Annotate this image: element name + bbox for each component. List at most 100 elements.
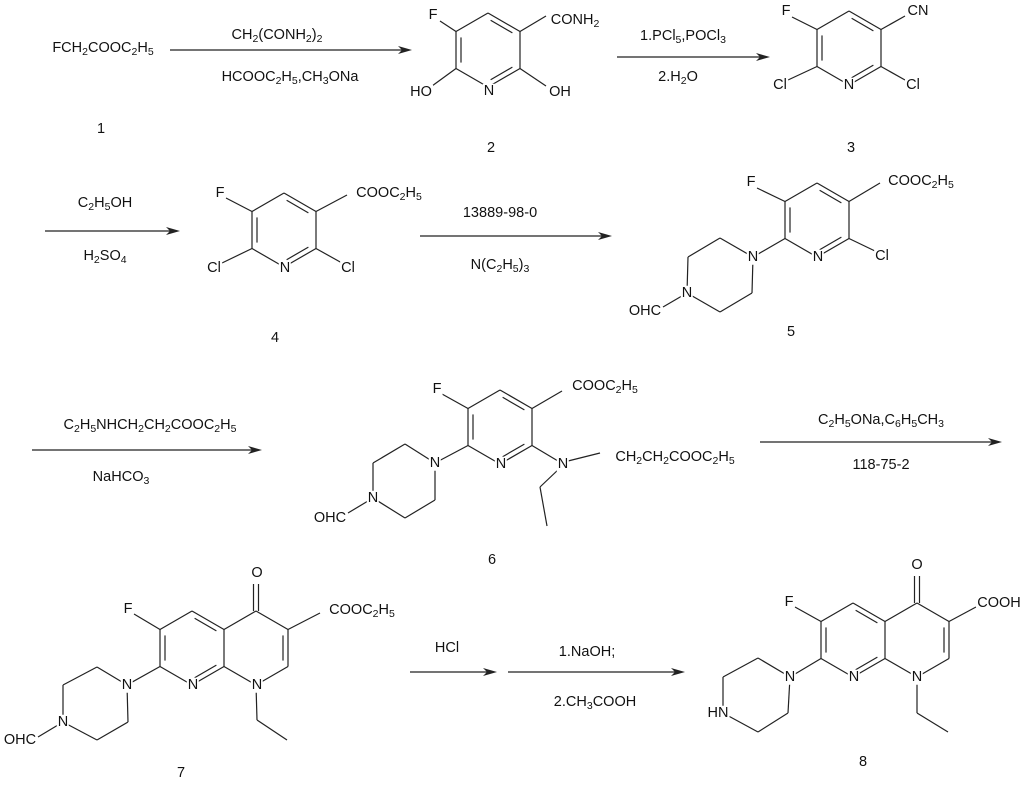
bond [256, 719, 288, 741]
atom-F: F [745, 173, 757, 190]
double-bond-line [819, 236, 842, 251]
compound-1-formula: FCH2COOC2H5 [51, 39, 155, 58]
atom-N: N [186, 676, 200, 693]
compound-3-number: 3 [846, 139, 856, 156]
piperazine-bond [404, 499, 436, 519]
reaction-5-reagent: C2H5NHCH2CH2COOC2H5 [63, 416, 237, 435]
reaction-8-step-2: 2.CH3COOH [553, 693, 637, 712]
ring-bond [223, 665, 257, 686]
reaction-5-base: NaHCO3 [92, 468, 150, 487]
arrowhead [671, 668, 685, 676]
atom-N: N [278, 259, 292, 276]
atom-N1: N [910, 668, 924, 685]
ring-bond [820, 602, 854, 623]
reaction-2-step-2: 2.H2O [658, 68, 698, 87]
bond [880, 65, 906, 81]
piperazine-N1: N [783, 668, 797, 685]
piperazine-bond [687, 237, 721, 258]
ring-bond [487, 12, 521, 33]
compound-1-number: 1 [96, 120, 106, 137]
reaction-6-reagents: C2H5ONa,C6H5CH3 [818, 411, 944, 430]
arrowhead [988, 438, 1002, 446]
atom-N: N [494, 455, 508, 472]
bond [787, 65, 818, 81]
ring-bond [916, 602, 950, 623]
group-OHC: OHC [2, 731, 38, 748]
compound-6-number: 6 [487, 551, 497, 568]
atom-F: F [783, 593, 795, 610]
arrowhead [756, 53, 770, 61]
piperazine-bond [372, 443, 406, 464]
ring-bond [159, 610, 193, 631]
bond [441, 393, 469, 410]
atom-Cl: Cl [905, 76, 921, 93]
ring-bond [784, 237, 818, 258]
atom-N1: N [250, 676, 264, 693]
ring-bond [223, 610, 257, 631]
atom-N: N [811, 248, 825, 265]
group-CN: CN [906, 2, 930, 19]
reaction-3-reagent: C2H5OH [77, 194, 133, 213]
ring-bond [283, 192, 317, 213]
reaction-3-catalyst: H2SO4 [83, 247, 127, 266]
double-bond-line [851, 64, 874, 79]
piperazine-bond [719, 292, 753, 313]
arrowhead [248, 446, 262, 454]
reaction-1-reagent: CH2(CONH2)2 [231, 26, 323, 45]
atom-Cl: Cl [340, 259, 356, 276]
double-bond-line [819, 189, 842, 204]
piperazine-NH: HN [706, 704, 730, 721]
piperazine-N1: N [746, 248, 760, 265]
bond [848, 182, 881, 203]
arrowhead [598, 232, 612, 240]
double-bond-line [286, 199, 309, 214]
atom-F: F [214, 184, 226, 201]
bond [916, 712, 949, 733]
bond [880, 15, 906, 31]
group-OH: OH [548, 83, 572, 100]
bond [287, 612, 321, 631]
arrowhead [483, 668, 497, 676]
group-CONH2: CONH2 [549, 11, 601, 30]
ring-bond [820, 657, 854, 678]
group-HO: HO [409, 83, 433, 100]
double-bond-line [855, 656, 878, 671]
group-OHC: OHC [627, 302, 663, 319]
compound-7-number: 7 [176, 764, 186, 781]
piperazine-bond [96, 721, 129, 741]
piperazine-N1: N [120, 676, 134, 693]
ring-bond [467, 389, 501, 410]
group-COOH: COOH [976, 594, 1022, 611]
reaction-2-step-1: 1.PCl5,POCl3 [640, 27, 726, 46]
piperazine-N4: N [680, 284, 694, 301]
double-bond-line [194, 617, 217, 632]
ring-bond [159, 665, 193, 686]
double-bond-line [855, 609, 878, 624]
ring-bond [816, 10, 850, 31]
ring-bond [455, 12, 489, 33]
double-bond-line [490, 66, 513, 81]
group-ester: COOC2H5 [355, 184, 423, 203]
bond [567, 452, 601, 462]
reaction-6-reagent-cas: 118-75-2 [852, 456, 910, 473]
group-ester: COOC2H5 [887, 172, 955, 191]
bond [431, 68, 457, 87]
arrowhead [398, 46, 412, 54]
atom-N: N [842, 76, 856, 93]
bond [225, 197, 253, 213]
ring-bond [816, 182, 850, 203]
piperazine-bond [757, 712, 789, 733]
piperazine-N1: N [428, 454, 442, 471]
ring-bond [251, 192, 285, 213]
reaction-4-base: N(C2H5)3 [470, 256, 530, 275]
group-OHC: OHC [312, 509, 348, 526]
bond [519, 15, 547, 33]
ring-bond [191, 610, 225, 631]
atom-F: F [780, 2, 792, 19]
ring-bond [848, 10, 882, 31]
compound-4-number: 4 [270, 329, 280, 346]
bond [439, 20, 457, 33]
double-bond-line [851, 17, 874, 32]
piperazine-N4: N [56, 713, 70, 730]
